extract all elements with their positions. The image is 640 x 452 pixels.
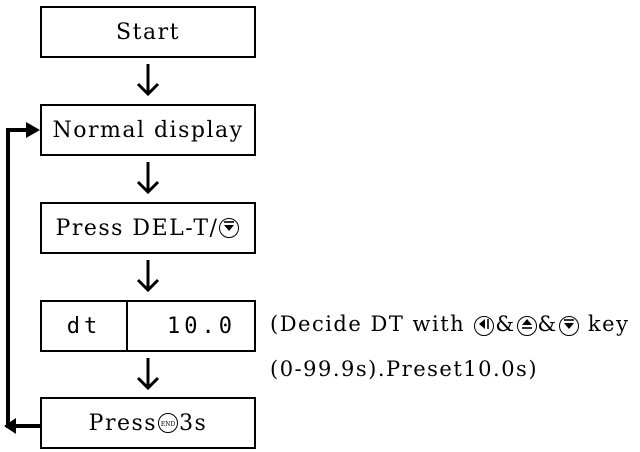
down-arrow-icon <box>136 162 160 195</box>
normal-display-box: Normal display <box>40 104 256 156</box>
press-end-suffix: 3s <box>179 410 208 436</box>
note-line-1: (Decide DT with && key <box>270 312 630 336</box>
start-label: Start <box>116 19 180 45</box>
note-line-2: (0-99.9s).Preset10.0s) <box>270 357 539 381</box>
press-end-label: Press <box>88 410 158 436</box>
start-box: Start <box>40 6 256 58</box>
segment-display-box: dt 10.0 <box>40 300 256 352</box>
normal-display-label: Normal display <box>52 117 244 143</box>
note-line-1a: (Decide DT with <box>270 312 474 336</box>
left-key-icon <box>474 316 495 336</box>
press-del-label: Press DEL-T/ <box>55 215 219 241</box>
display-right-value: 10.0 <box>167 313 236 339</box>
note-line-1b: key <box>579 312 630 336</box>
down-arrow-icon <box>136 260 160 293</box>
down-key-icon <box>219 218 240 238</box>
down-key-icon <box>558 316 579 336</box>
end-key-icon: END <box>158 413 179 433</box>
press-del-box: Press DEL-T/ <box>40 202 256 254</box>
end-key-label: END <box>160 421 176 428</box>
down-arrow-icon <box>136 64 160 97</box>
down-arrow-icon <box>136 358 160 391</box>
press-end-box: Press END 3s <box>40 397 256 449</box>
up-key-icon <box>516 316 537 336</box>
display-left-value: dt <box>66 313 102 339</box>
